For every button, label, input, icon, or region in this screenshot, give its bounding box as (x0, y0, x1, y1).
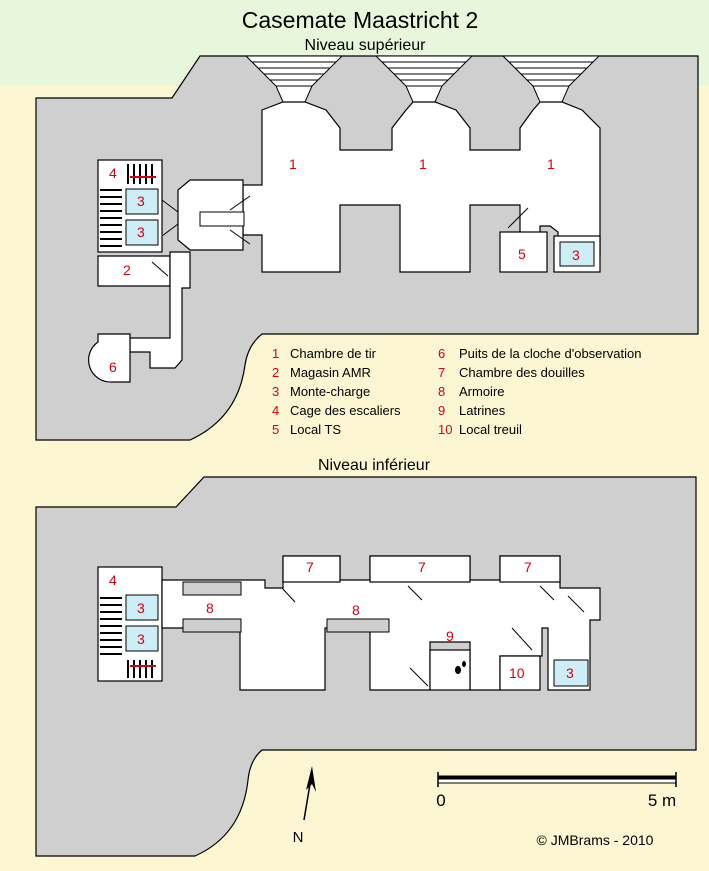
svg-text:6: 6 (109, 359, 117, 375)
svg-text:5: 5 (518, 246, 526, 262)
legend-number: 2 (272, 365, 279, 380)
svg-text:8: 8 (352, 602, 360, 618)
upper-level: 4 3 3 2 6 1 1 1 5 3 (35, 55, 699, 441)
room-local-treuil (499, 655, 541, 691)
svg-text:3: 3 (566, 665, 574, 681)
svg-text:1: 1 (547, 156, 555, 172)
armoire-1 (182, 581, 242, 596)
scale-bar (437, 772, 677, 787)
bell-shaft (88, 333, 131, 383)
svg-text:7: 7 (418, 559, 426, 575)
lower-level-heading: Niveau inférieur (318, 457, 431, 474)
legend-text: Local treuil (459, 422, 522, 437)
legend-text: Puits de la cloche d'observation (459, 346, 641, 361)
legend-text: Chambre de tir (290, 346, 377, 361)
svg-text:9: 9 (446, 628, 454, 644)
legend-number: 4 (272, 403, 279, 418)
armoire-2 (182, 618, 242, 633)
lower-lift-2 (125, 625, 159, 652)
lower-level: 4 3 3 8 8 7 7 7 9 10 3 (35, 476, 697, 857)
legend-number: 6 (438, 346, 445, 361)
svg-text:3: 3 (137, 193, 145, 209)
scale-end-label: 5 m (648, 791, 676, 810)
north-arrow-icon (303, 766, 316, 821)
legend-number: 10 (438, 422, 452, 437)
legend-text: Local TS (290, 422, 341, 437)
legend-text: Magasin AMR (290, 365, 371, 380)
svg-text:4: 4 (109, 165, 117, 181)
north-label: N (293, 829, 304, 846)
page-title: Casemate Maastricht 2 (242, 7, 478, 33)
svg-text:10: 10 (509, 665, 525, 681)
svg-text:3: 3 (572, 247, 580, 263)
legend-number: 1 (272, 346, 279, 361)
legend-number: 9 (438, 403, 445, 418)
svg-text:7: 7 (306, 559, 314, 575)
lower-lift-3 (553, 659, 589, 687)
legend: 1 Chambre de tir 2 Magasin AMR 3 Monte-charge… (272, 346, 641, 437)
chambre-douilles-2 (369, 555, 471, 583)
embrasures (244, 55, 601, 103)
legend-number: 8 (438, 384, 445, 399)
svg-text:4: 4 (109, 572, 117, 588)
legend-text: Latrines (459, 403, 506, 418)
upper-stairs (100, 164, 153, 247)
chambre-douilles-1 (282, 555, 341, 583)
bell-shaft-passage (129, 251, 191, 369)
room-local-ts (499, 231, 548, 273)
svg-text:3: 3 (137, 631, 145, 647)
svg-text:1: 1 (419, 156, 427, 172)
legend-number: 7 (438, 365, 445, 380)
chambre-douilles-3 (499, 555, 561, 583)
upper-lift-2 (125, 219, 159, 246)
upper-level-heading: Niveau supérieur (305, 37, 427, 54)
credit: © JMBrams - 2010 (537, 832, 654, 848)
scale-start-label: 0 (436, 791, 445, 810)
upper-lift-3 (559, 241, 595, 267)
lower-stairs (100, 597, 153, 678)
upper-lift-1 (125, 188, 159, 215)
svg-text:3: 3 (137, 224, 145, 240)
legend-text: Monte-charge (290, 384, 370, 399)
svg-text:3: 3 (137, 600, 145, 616)
legend-text: Chambre des douilles (459, 365, 585, 380)
armoire-3 (326, 618, 390, 633)
legend-number: 3 (272, 384, 279, 399)
legend-number: 5 (272, 422, 279, 437)
embrasure (501, 55, 601, 103)
embrasure (374, 55, 474, 103)
svg-text:7: 7 (524, 559, 532, 575)
svg-text:8: 8 (206, 600, 214, 616)
embrasure (244, 55, 344, 103)
level-separator (0, 443, 709, 447)
svg-text:2: 2 (123, 262, 131, 278)
room-latrines (429, 649, 471, 691)
corridor-niche (199, 211, 245, 227)
legend-text: Armoire (459, 384, 505, 399)
firing-chambers (242, 101, 601, 273)
legend-text: Cage des escaliers (290, 403, 401, 418)
svg-text:1: 1 (289, 156, 297, 172)
lower-lift-1 (125, 594, 159, 621)
